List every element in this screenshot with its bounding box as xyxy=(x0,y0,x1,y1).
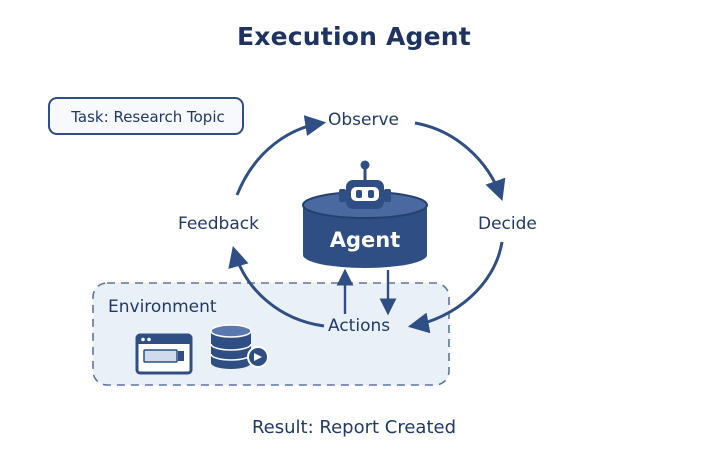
arrow-actions-to-feedback xyxy=(228,245,325,328)
result-label: Result: Report Created xyxy=(251,417,457,438)
robot-icon xyxy=(339,160,391,209)
observe-label: Observe xyxy=(328,110,399,130)
actions-label: Actions xyxy=(328,316,391,336)
arrow-feedback-to-observe xyxy=(235,115,327,196)
task-box: Task: Research Topic xyxy=(48,97,244,135)
environment-label: Environment xyxy=(108,297,217,317)
page-title: Execution Agent xyxy=(237,22,471,51)
decide-label: Decide xyxy=(478,214,537,234)
feedback-label: Feedback xyxy=(178,214,259,234)
database-icon xyxy=(210,324,269,369)
arrow-decide-to-actions xyxy=(407,241,504,334)
agent-label: Agent xyxy=(329,228,401,252)
task-label: Task: Research Topic xyxy=(71,108,225,126)
browser-window-icon xyxy=(135,333,193,375)
arrow-observe-to-decide xyxy=(414,121,506,201)
